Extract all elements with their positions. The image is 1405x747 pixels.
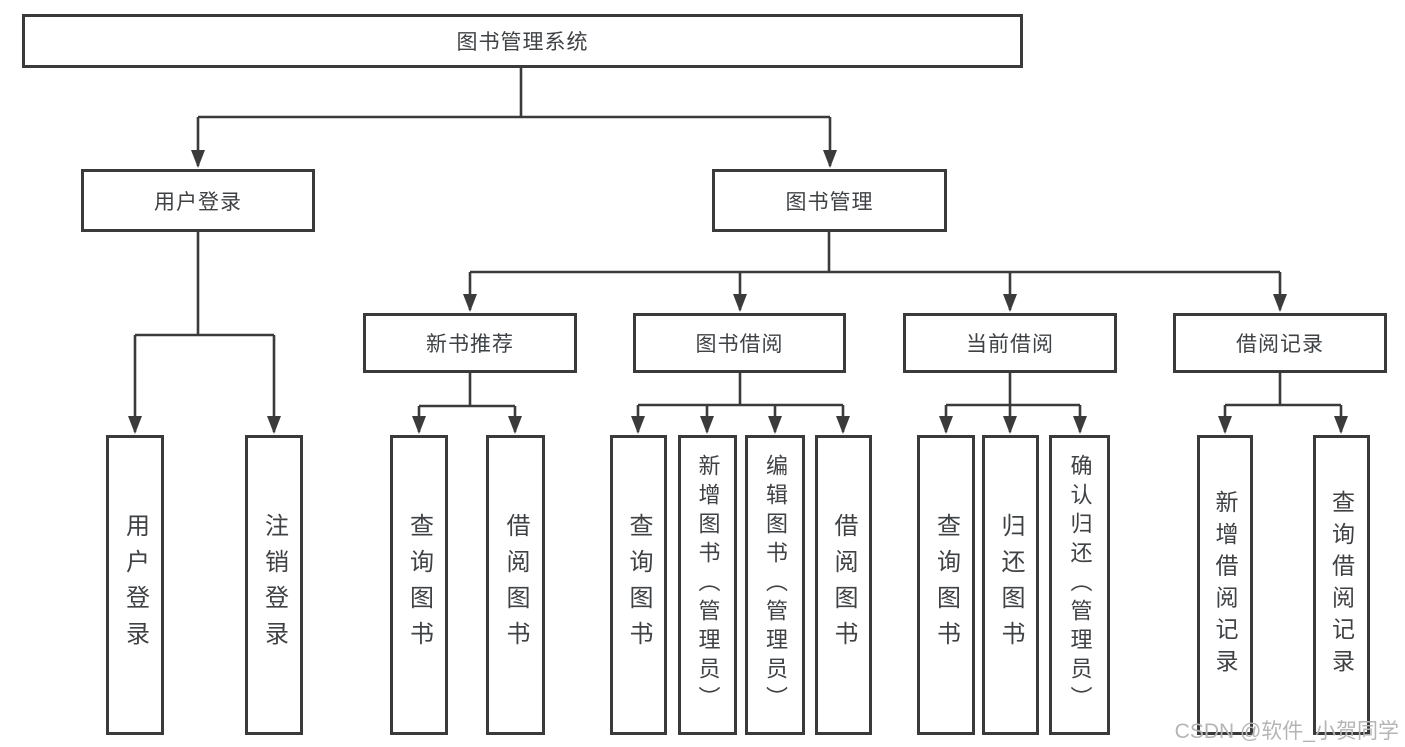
leaf-user-login: 用户登录 xyxy=(106,435,164,735)
leaf-cb-query-books-label: 查询图书 xyxy=(932,513,960,657)
leaf-nb-query-books-label: 查询图书 xyxy=(405,513,433,657)
leaf-cb-return-books: 归还图书 xyxy=(982,435,1039,735)
node-book-mgmt-label: 图书管理 xyxy=(785,190,874,214)
leaf-bb-borrow-books: 借阅图书 xyxy=(815,435,872,735)
leaf-bb-edit-books-admin-label: 编辑图书（管理员） xyxy=(763,454,788,716)
leaf-cb-query-books: 查询图书 xyxy=(917,435,975,735)
node-new-books-label: 新书推荐 xyxy=(426,333,514,356)
leaf-cb-return-books-label: 归还图书 xyxy=(997,513,1024,657)
node-book-mgmt: 图书管理 xyxy=(712,169,947,232)
leaf-cb-confirm-return-admin: 确认归还（管理员） xyxy=(1049,435,1110,735)
leaf-logout: 注销登录 xyxy=(245,435,303,735)
leaf-bb-borrow-books-label: 借阅图书 xyxy=(830,513,857,657)
node-current-borrow: 当前借阅 xyxy=(903,313,1117,373)
node-root-label: 图书管理系统 xyxy=(456,31,589,54)
leaf-br-query-record-label: 查询借阅记录 xyxy=(1328,489,1355,681)
node-book-borrow-label: 图书借阅 xyxy=(695,333,784,356)
leaf-user-login-label: 用户登录 xyxy=(121,513,149,657)
node-book-borrow: 图书借阅 xyxy=(633,313,846,373)
leaf-br-add-record: 新增借阅记录 xyxy=(1197,435,1253,735)
leaf-nb-borrow-books: 借阅图书 xyxy=(486,435,545,735)
leaf-bb-query-books: 查询图书 xyxy=(610,435,667,735)
leaf-bb-add-books-admin-label: 新增图书（管理员） xyxy=(695,454,721,716)
leaf-nb-query-books: 查询图书 xyxy=(390,435,448,735)
leaf-br-query-record: 查询借阅记录 xyxy=(1313,435,1370,735)
leaf-cb-confirm-return-admin-label: 确认归还（管理员） xyxy=(1067,454,1093,716)
leaf-br-add-record-label: 新增借阅记录 xyxy=(1212,489,1238,681)
leaf-bb-query-books-label: 查询图书 xyxy=(625,513,652,657)
node-borrow-records-label: 借阅记录 xyxy=(1236,333,1324,356)
csdn-watermark: CSDN @软件_小贺同学 xyxy=(1174,720,1399,743)
node-user-login: 用户登录 xyxy=(81,169,315,232)
node-borrow-records: 借阅记录 xyxy=(1173,313,1387,373)
node-new-books: 新书推荐 xyxy=(363,313,577,373)
leaf-bb-add-books-admin: 新增图书（管理员） xyxy=(678,435,737,735)
leaf-bb-edit-books-admin: 编辑图书（管理员） xyxy=(745,435,805,735)
node-root: 图书管理系统 xyxy=(22,14,1023,68)
leaf-nb-borrow-books-label: 借阅图书 xyxy=(502,513,529,657)
leaf-logout-label: 注销登录 xyxy=(260,513,288,657)
node-user-login-label: 用户登录 xyxy=(154,190,242,214)
node-current-borrow-label: 当前借阅 xyxy=(966,333,1054,356)
